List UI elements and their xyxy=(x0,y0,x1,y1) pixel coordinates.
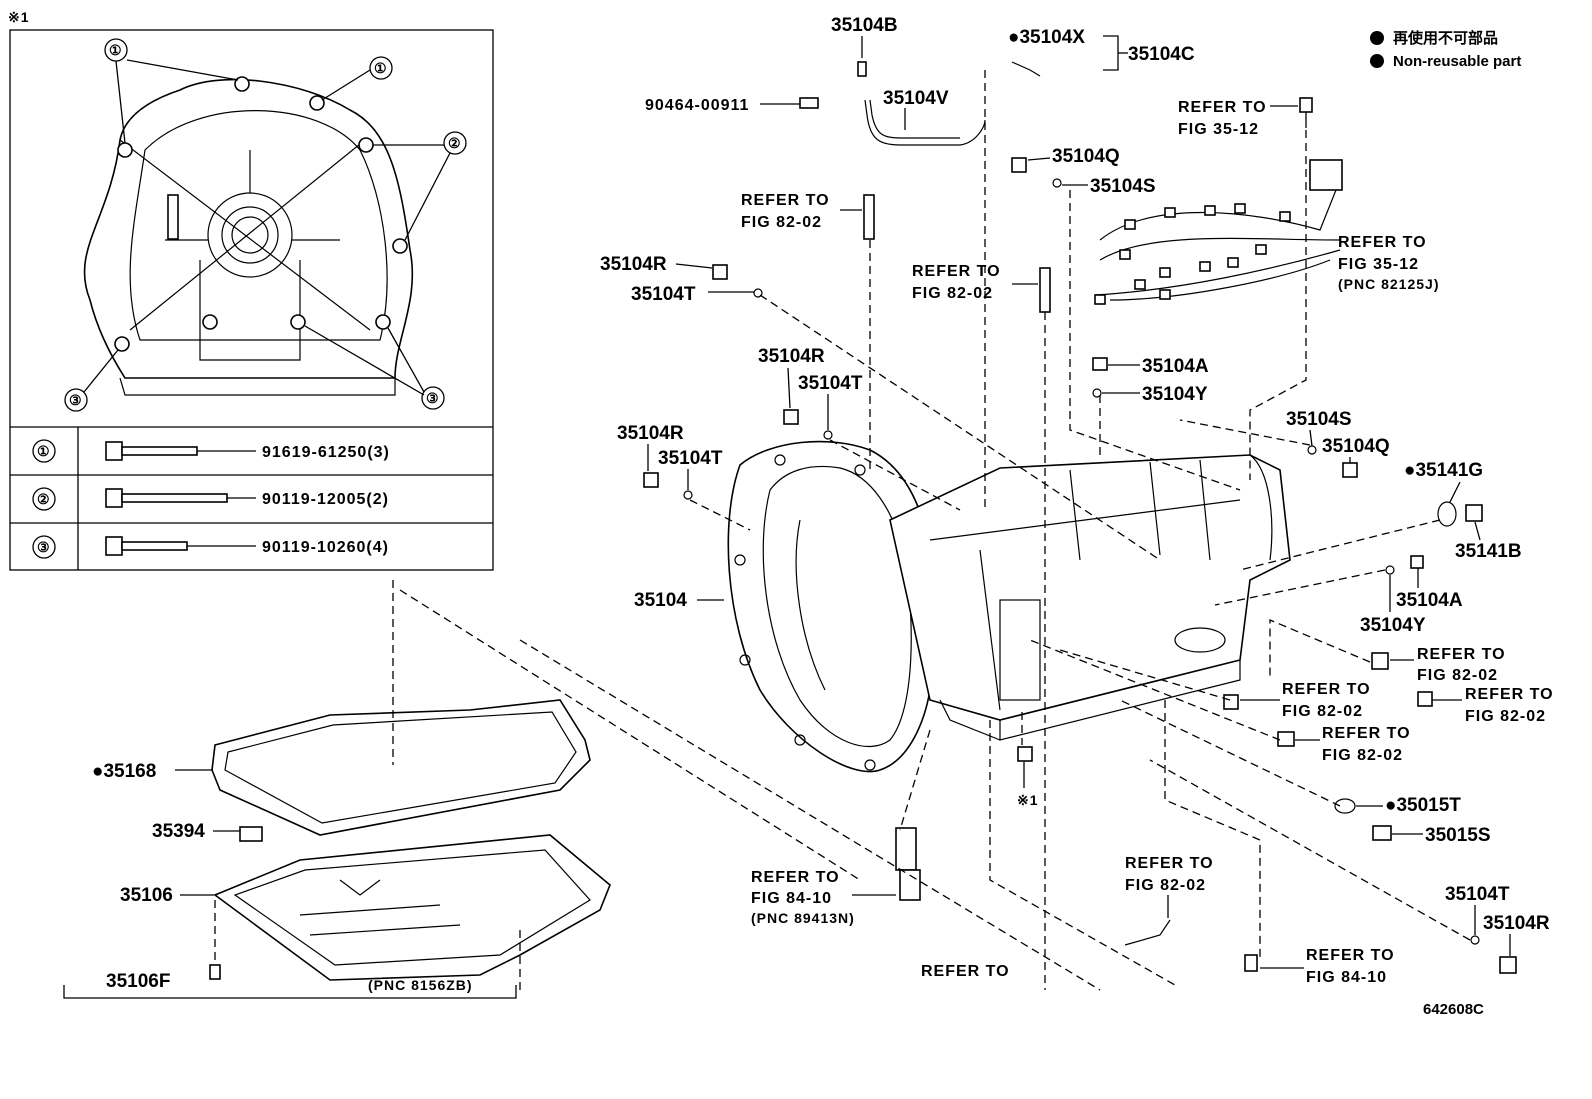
filter-part-35394 xyxy=(239,826,263,842)
svg-text:35106F: 35106F xyxy=(106,971,170,992)
svg-text:FIG 82-02: FIG 82-02 xyxy=(1282,703,1363,720)
svg-text:35104T: 35104T xyxy=(1445,884,1510,905)
svg-text:Non-reusable part: Non-reusable part xyxy=(1393,53,1521,70)
breather-hose xyxy=(799,61,1041,146)
inset-housing-drawing xyxy=(83,76,414,396)
svg-text:FIG 82-02: FIG 82-02 xyxy=(1465,708,1546,725)
svg-text:FIG 82-02: FIG 82-02 xyxy=(912,285,993,302)
svg-text:(PNC 82125J): (PNC 82125J) xyxy=(1338,276,1440,292)
svg-text:REFER TO: REFER TO xyxy=(741,192,830,209)
svg-text:35104R: 35104R xyxy=(600,254,667,275)
svg-text:FIG 84-10: FIG 84-10 xyxy=(751,890,832,907)
svg-text:FIG 35-12: FIG 35-12 xyxy=(1338,256,1419,273)
legend: 再使用不可部品 Non-reusable part xyxy=(1370,29,1521,70)
svg-text:①: ① xyxy=(37,443,50,459)
bolt-part-2: 90119-12005(2) xyxy=(262,491,389,508)
svg-text:REFER TO: REFER TO xyxy=(1306,947,1395,964)
svg-text:①: ① xyxy=(109,42,122,58)
svg-text:(PNC 8156ZB): (PNC 8156ZB) xyxy=(368,977,473,993)
svg-text:③: ③ xyxy=(426,390,439,406)
inset-frame xyxy=(9,29,494,571)
svg-text:35141B: 35141B xyxy=(1455,541,1522,562)
svg-text:REFER TO: REFER TO xyxy=(1178,99,1267,116)
svg-text:35104B: 35104B xyxy=(831,15,898,36)
svg-text:●35104X: ●35104X xyxy=(1008,27,1085,48)
svg-text:②: ② xyxy=(448,135,461,151)
svg-text:35104Y: 35104Y xyxy=(1360,615,1426,636)
svg-text:FIG 82-02: FIG 82-02 xyxy=(1322,747,1403,764)
svg-text:35104R: 35104R xyxy=(617,423,684,444)
svg-text:③: ③ xyxy=(69,392,82,408)
svg-text:35104A: 35104A xyxy=(1396,590,1463,611)
svg-text:35104Q: 35104Q xyxy=(1322,436,1390,457)
svg-text:35104: 35104 xyxy=(634,590,687,611)
svg-text:再使用不可部品: 再使用不可部品 xyxy=(1393,29,1498,47)
svg-text:※1: ※1 xyxy=(1017,792,1039,808)
oil-pan-drawing xyxy=(213,834,611,981)
dashed-leaders xyxy=(214,70,1471,991)
bolt-table: ① 91619-61250(3) ② 90119-12005(2) ③ 9011… xyxy=(32,439,390,559)
svg-text:35106: 35106 xyxy=(120,885,173,906)
svg-text:REFER TO: REFER TO xyxy=(921,963,1010,980)
small-parts xyxy=(167,157,1517,980)
svg-text:(PNC 89413N): (PNC 89413N) xyxy=(751,910,855,926)
svg-text:35104S: 35104S xyxy=(1286,409,1352,430)
part-labels: 35104B ●35104X 35104C 90464-00911 35104V… xyxy=(92,15,1554,993)
bolt-part-1: 91619-61250(3) xyxy=(262,444,390,461)
svg-text:FIG 82-02: FIG 82-02 xyxy=(1417,667,1498,684)
svg-text:35104A: 35104A xyxy=(1142,356,1209,377)
transmission-case xyxy=(727,440,1291,773)
svg-text:FIG 82-02: FIG 82-02 xyxy=(1125,877,1206,894)
svg-text:35104R: 35104R xyxy=(1483,913,1550,934)
svg-text:REFER TO: REFER TO xyxy=(1417,646,1506,663)
diagram-code: 642608C xyxy=(1423,1001,1484,1018)
svg-text:REFER TO: REFER TO xyxy=(1338,234,1427,251)
svg-text:●35168: ●35168 xyxy=(92,761,156,782)
svg-text:REFER TO: REFER TO xyxy=(1465,686,1554,703)
svg-text:35104Q: 35104Q xyxy=(1052,146,1120,167)
pan-gasket-drawing xyxy=(211,699,591,836)
svg-text:FIG 82-02: FIG 82-02 xyxy=(741,214,822,231)
svg-text:35394: 35394 xyxy=(152,821,205,842)
svg-text:35104C: 35104C xyxy=(1128,44,1195,65)
svg-text:35104V: 35104V xyxy=(883,88,949,109)
inset-callouts: ① ① ② ③ ③ xyxy=(64,38,467,412)
svg-text:35104T: 35104T xyxy=(798,373,863,394)
svg-text:③: ③ xyxy=(37,539,50,555)
svg-text:90464-00911: 90464-00911 xyxy=(645,97,749,114)
svg-text:35104T: 35104T xyxy=(658,448,723,469)
svg-text:REFER TO: REFER TO xyxy=(1322,725,1411,742)
svg-text:REFER TO: REFER TO xyxy=(1125,855,1214,872)
bolt-part-3: 90119-10260(4) xyxy=(262,539,389,556)
svg-text:●35015T: ●35015T xyxy=(1385,795,1461,816)
svg-text:FIG 84-10: FIG 84-10 xyxy=(1306,969,1387,986)
svg-text:35104R: 35104R xyxy=(758,346,825,367)
svg-text:35104S: 35104S xyxy=(1090,176,1156,197)
svg-text:REFER TO: REFER TO xyxy=(912,263,1001,280)
svg-text:①: ① xyxy=(374,60,387,76)
svg-text:35104Y: 35104Y xyxy=(1142,384,1208,405)
svg-text:FIG 35-12: FIG 35-12 xyxy=(1178,121,1259,138)
svg-text:REFER TO: REFER TO xyxy=(1282,681,1371,698)
svg-text:REFER TO: REFER TO xyxy=(751,869,840,886)
inset-marker: ※1 xyxy=(8,9,30,25)
svg-text:35015S: 35015S xyxy=(1425,825,1491,846)
svg-text:②: ② xyxy=(37,491,50,507)
wiring-harness xyxy=(1094,159,1343,305)
svg-text:35104T: 35104T xyxy=(631,284,696,305)
svg-text:●35141G: ●35141G xyxy=(1404,460,1483,481)
